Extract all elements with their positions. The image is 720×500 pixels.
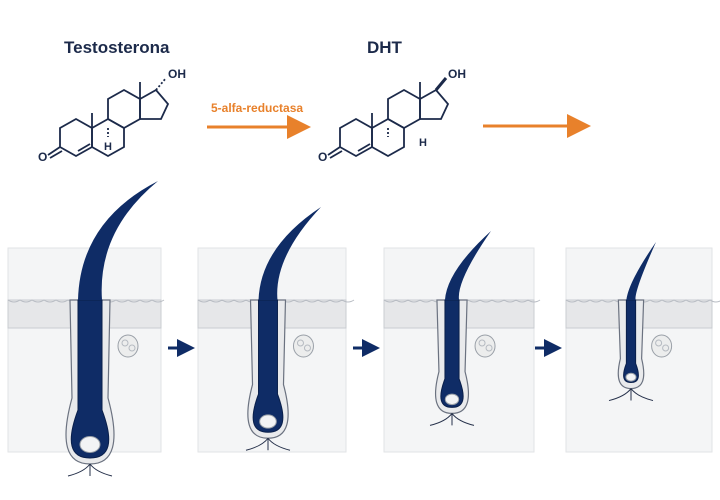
- hair-shaft: [78, 181, 158, 300]
- hair-bulb: [623, 299, 639, 384]
- hair-bulb: [440, 299, 464, 408]
- gland-cell: [303, 344, 311, 352]
- root-line: [67, 463, 91, 477]
- gland-cell: [485, 344, 493, 352]
- dermal-papilla: [79, 436, 101, 453]
- dht-molecule: [327, 77, 450, 159]
- dermal-papilla: [625, 372, 637, 382]
- sebaceous-gland: [292, 334, 314, 358]
- dht-title: DHT: [367, 38, 402, 57]
- testosterone-molecule: [47, 77, 170, 159]
- follicle-stage-2: [197, 207, 355, 453]
- hair-shaft: [626, 242, 656, 300]
- gland-cell: [128, 344, 136, 352]
- follicle-stage-1: [7, 181, 165, 477]
- sebaceous-gland: [651, 334, 673, 358]
- dermal-papilla: [444, 393, 460, 406]
- gland-cell: [478, 339, 486, 347]
- root-line: [429, 413, 453, 426]
- follicle-stage-3: [383, 231, 541, 453]
- enzyme-label: 5-alfa-reductasa: [211, 101, 304, 115]
- hair-shaft: [258, 207, 321, 300]
- hair-bulb: [70, 299, 110, 459]
- root-line: [608, 388, 632, 402]
- gland-cell: [655, 339, 663, 347]
- root-line: [89, 463, 113, 477]
- gland-cell: [296, 339, 304, 347]
- testosterone-title: Testosterona: [64, 38, 170, 57]
- dht-oh-label: OH: [448, 67, 466, 81]
- dermal-papilla: [259, 414, 277, 429]
- sebaceous-gland: [117, 334, 139, 358]
- hair-shaft: [444, 231, 491, 300]
- root-line: [451, 413, 475, 426]
- testosterone-oh-label: OH: [168, 67, 186, 81]
- sebaceous-gland: [474, 334, 496, 358]
- dht-h-label: H: [419, 137, 427, 149]
- follicle-stage-4: [565, 242, 720, 453]
- root-line: [267, 437, 291, 451]
- gland-cell: [662, 344, 670, 352]
- gland-cell: [121, 339, 129, 347]
- hair-bulb: [252, 299, 284, 433]
- testosterone-h-label: H: [104, 141, 112, 153]
- testosterone-o-label: O: [38, 150, 47, 164]
- root-line: [630, 388, 654, 402]
- root-line: [245, 437, 269, 451]
- dht-o-label: O: [318, 150, 327, 164]
